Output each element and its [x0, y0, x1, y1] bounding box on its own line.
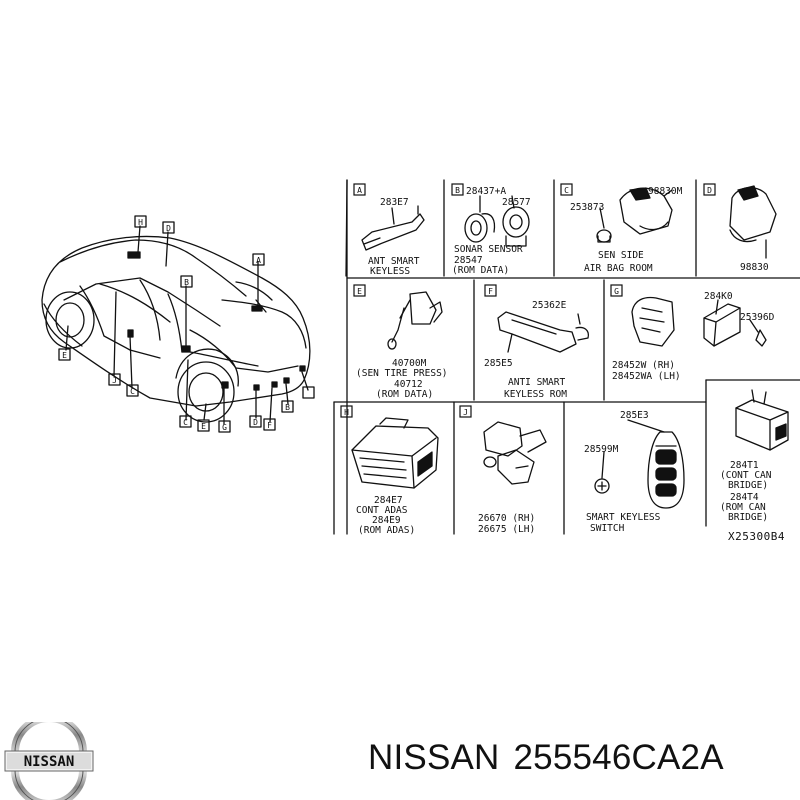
panel-b-part-2: 28577	[502, 197, 531, 208]
vehicle-tag-c2: C	[183, 418, 188, 427]
panel-c-letter: C	[564, 186, 569, 195]
panel-b-part-1: 28437+A	[466, 186, 506, 197]
part-number: 255546CA2A	[513, 738, 724, 777]
product-caption: NISSAN 255546CA2A	[368, 738, 788, 778]
panel-h-letter: H	[344, 408, 349, 417]
panel-letter-boxes	[340, 183, 716, 418]
panel-frames	[333, 179, 800, 535]
panel-c-caption-2: AIR BAG ROOM	[584, 263, 653, 274]
panel-a-caption-1: ANT SMART	[368, 256, 420, 267]
vehicle-tag-h: H	[138, 218, 143, 227]
panel-f-part-2: 285E5	[484, 358, 513, 369]
part-98830	[729, 185, 777, 259]
panel-h-caption-1: 284E7	[374, 495, 403, 506]
panel-e-caption-1: 40700M	[392, 358, 427, 369]
vehicle-tag-j: J	[112, 376, 117, 385]
part-26670-26675	[483, 421, 547, 485]
panel-l-caption-6: BRIDGE)	[728, 512, 768, 523]
vehicle-tag-b: B	[184, 278, 189, 287]
vehicle-tag-a: A	[256, 256, 261, 265]
panel-h-caption-2: CONT ADAS	[356, 505, 408, 516]
panel-k-part-1: 285E3	[620, 410, 649, 421]
vehicle-tag-g: G	[222, 423, 227, 432]
panel-b-caption-1: SONAR SENSOR	[454, 244, 523, 255]
panel-d-letter: D	[707, 186, 712, 195]
panel-f-caption-2: KEYLESS ROM	[504, 389, 567, 400]
panel-g-part-2: 25396D	[740, 312, 775, 323]
panel-l-caption-3: BRIDGE)	[728, 480, 768, 491]
panel-j-letter: J	[463, 408, 468, 417]
panel-h-caption-3: 284E9	[372, 515, 401, 526]
vehicle-illustration	[41, 215, 315, 433]
vehicle-tag-e2: E	[201, 422, 206, 431]
panel-a-letter: A	[357, 186, 362, 195]
panel-e-caption-3: 40712	[394, 379, 423, 390]
panel-a-part: 283E7	[380, 197, 409, 208]
panel-b-caption-3: (ROM DATA)	[452, 265, 509, 276]
vehicle-tag-b2: B	[285, 403, 290, 412]
brand-name: NISSAN	[368, 738, 500, 777]
vehicle-tag-e: E	[62, 351, 67, 360]
panel-l-caption-5: (ROM CAN	[720, 502, 766, 513]
panel-j-caption-2: 26675 (LH)	[478, 524, 535, 535]
part-284k0-module	[631, 296, 767, 347]
panel-g-part-1: 284K0	[704, 291, 733, 302]
part-ant-smart-keyless	[361, 205, 425, 251]
panel-b-caption-2: 28547	[454, 255, 483, 266]
panel-f-letter: F	[488, 287, 493, 296]
panel-k-caption-2: SWITCH	[590, 523, 625, 534]
panel-e-caption-4: (ROM DATA)	[376, 389, 433, 400]
panel-e-caption-2: (SEN TIRE PRESS)	[356, 368, 448, 379]
vehicle-tag-d2: D	[253, 418, 258, 427]
panel-c-part-1: 253873	[570, 202, 604, 213]
nissan-logo: NISSAN	[4, 722, 94, 800]
part-cont-adas	[351, 417, 439, 489]
panel-g-caption-1: 28452W (RH)	[612, 360, 675, 371]
panel-g-caption-2: 28452WA (LH)	[612, 371, 681, 382]
panel-f-caption-1: ANTI SMART	[508, 377, 565, 388]
panel-c-caption-1: SEN SIDE	[598, 250, 644, 261]
panel-l-caption-1: 284T1	[730, 460, 759, 471]
part-can-bridge	[735, 389, 789, 451]
panel-h-caption-4: (ROM ADAS)	[358, 525, 415, 536]
vehicle-tag-f: F	[267, 421, 272, 430]
part-sen-side-air-bag	[596, 187, 673, 243]
panel-k-part-2: 28599M	[584, 444, 619, 455]
vehicle-tag-c: C	[130, 387, 135, 396]
panel-g-letter: G	[614, 287, 619, 296]
part-sonar-sensor	[464, 195, 530, 247]
panel-k-caption-1: SMART KEYLESS	[586, 512, 661, 523]
panel-d-part: 98830	[740, 262, 769, 273]
panel-b-letter: B	[455, 186, 460, 195]
panel-l-caption-2: (CONT CAN	[720, 470, 772, 481]
part-sen-tire-press	[387, 291, 443, 350]
panel-a-caption-2: KEYLESS	[370, 266, 410, 277]
vehicle-tag-d: D	[166, 224, 171, 233]
panel-c-part-2: 98830M	[648, 186, 683, 197]
panel-e-letter: E	[357, 287, 362, 296]
panel-j-caption-1: 26670 (RH)	[478, 513, 535, 524]
panel-f-part-1: 25362E	[532, 300, 567, 311]
diagram-reference: X25300B4	[728, 530, 785, 543]
part-smart-keyless-switch	[594, 419, 685, 509]
panel-l-caption-4: 284T4	[730, 492, 759, 503]
part-anti-smart-keyless-rom	[497, 311, 590, 353]
logo-text: NISSAN	[24, 754, 75, 770]
